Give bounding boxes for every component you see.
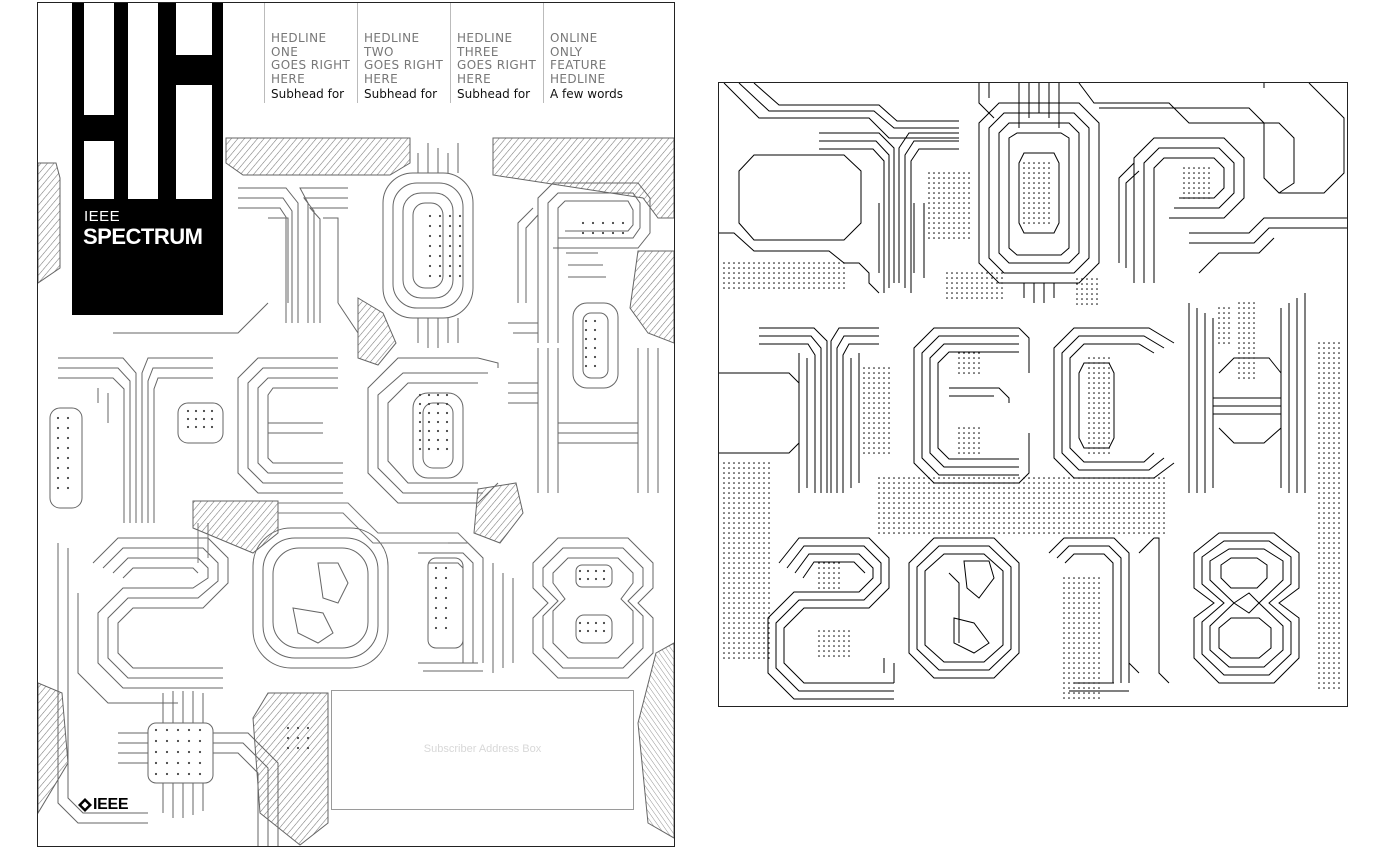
- headline-text: ONLINE ONLY FEATURE HEDLINE: [550, 31, 607, 86]
- top-tech-2018-artwork: [718, 82, 1348, 707]
- subhead-text: Subhead for: [364, 87, 438, 101]
- subhead-text: A few words: [550, 87, 624, 101]
- logo-ieee-text: IEEE: [84, 208, 121, 225]
- ieee-spectrum-logo: IEEE SPECTRUM: [72, 3, 223, 315]
- headline-column-2[interactable]: HEDLINE TWO GOES RIGHT HERE Subhead for: [357, 3, 449, 103]
- subhead-text: Subhead for: [271, 87, 345, 101]
- address-box-label: Subscriber Address Box: [423, 743, 542, 755]
- headline-text: HEDLINE ONE GOES RIGHT HERE: [271, 31, 351, 86]
- ieee-footer-text: IEEE: [93, 796, 129, 813]
- subscriber-address-box: Subscriber Address Box: [331, 690, 634, 810]
- headline-text: HEDLINE THREE GOES RIGHT HERE: [457, 31, 537, 86]
- headline-column-1[interactable]: HEDLINE ONE GOES RIGHT HERE Subhead for: [264, 3, 356, 103]
- headline-text: HEDLINE TWO GOES RIGHT HERE: [364, 31, 444, 86]
- headline-column-3[interactable]: HEDLINE THREE GOES RIGHT HERE Subhead fo…: [450, 3, 542, 103]
- logo-bars-graphic: [84, 3, 212, 199]
- circuit-lettering-illustration: [719, 83, 1347, 700]
- magazine-cover: IEEE SPECTRUM HEDLINE ONE GOES RIGHT HER…: [37, 2, 675, 847]
- subhead-text: Subhead for: [457, 87, 531, 101]
- headline-column-4[interactable]: ONLINE ONLY FEATURE HEDLINE A few words: [543, 3, 635, 103]
- logo-spectrum-text: SPECTRUM: [83, 224, 203, 249]
- circuit-cover-illustration: [38, 137, 674, 846]
- ieee-diamond-icon: [78, 798, 92, 812]
